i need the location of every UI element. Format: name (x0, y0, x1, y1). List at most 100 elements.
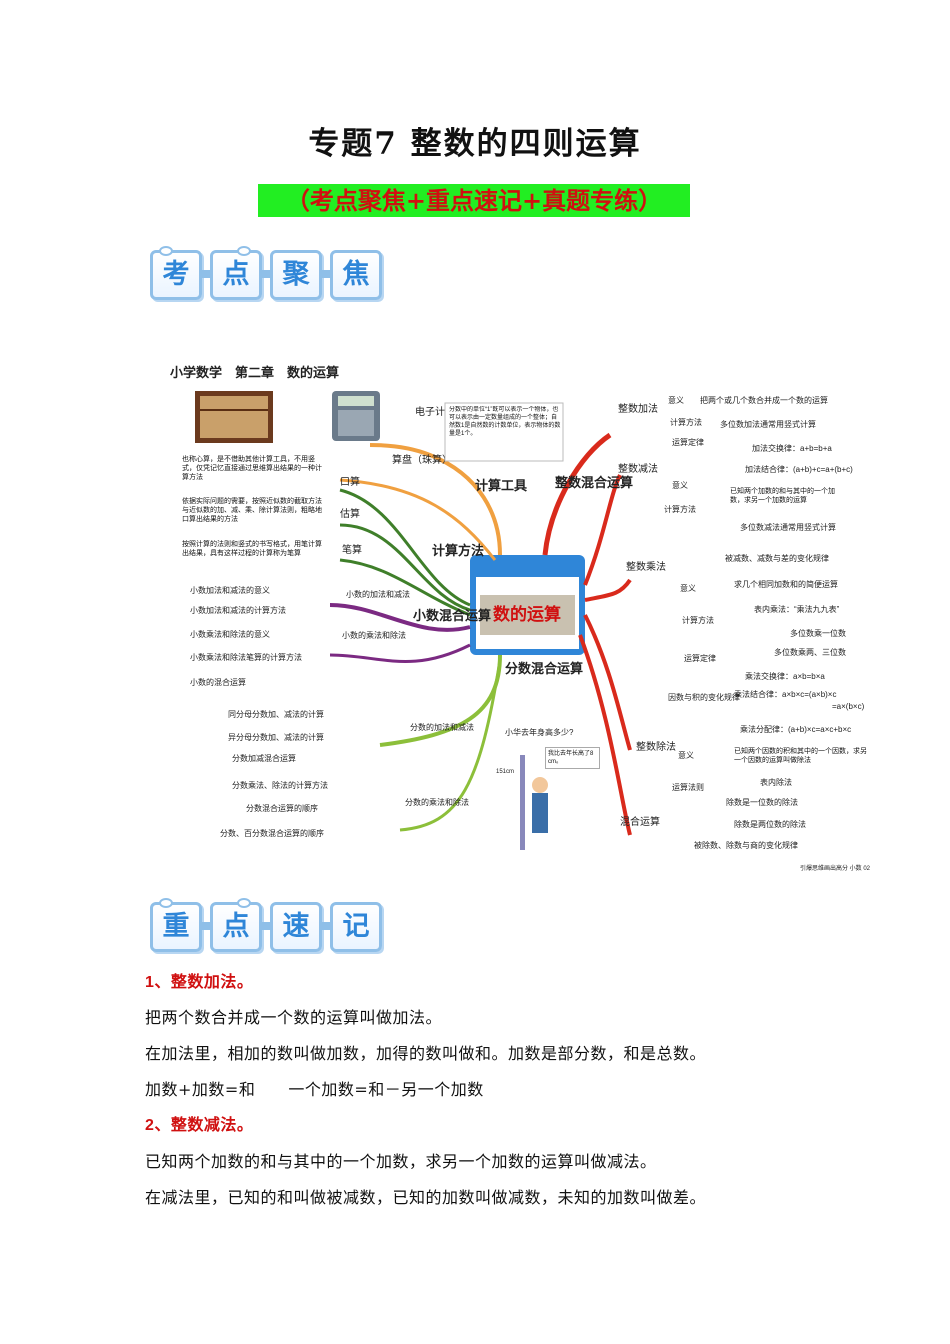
method-branch-label: 计算方法 (432, 543, 484, 558)
kid-answer: 我比去年长高了8 cm。 (545, 747, 600, 769)
decimal-mul-label: 小数的乘法和除法 (342, 630, 406, 640)
int-mul-item: 表内乘法：“乘法九九表” (754, 604, 840, 614)
fraction-item: 分数、百分数混合运算的顺序 (220, 828, 324, 838)
section-heading-focus: 考 点 聚 焦 (150, 246, 382, 300)
formula: 加数+加数=和 一个加数=和－另一个加数 (145, 1080, 484, 1099)
int-div-item: 已知两个因数的积和其中的一个因数，求另一个因数的运算叫做除法 (734, 748, 867, 764)
page-title: 专题7 整数的四则运算 (308, 126, 642, 162)
tool-abacus-label: 算盘（珠算） (392, 453, 452, 466)
kid-icon (532, 777, 548, 793)
int-add-item: 多位数加法通常用竖式计算 (720, 419, 816, 429)
heading-tile: 重 (150, 898, 211, 952)
decimal-item: 小数乘法和除法笔算的计算方法 (190, 652, 302, 662)
paragraph: 在加法里，相加的数叫做加数，加得的数叫做和。加数是部分数，和是总数。 (145, 1044, 707, 1063)
heading-tile: 速 (270, 902, 331, 952)
fraction-item: 分数加减混合运算 (232, 753, 296, 763)
int-add-item: 把两个或几个数合并成一个数的运算 (700, 395, 828, 405)
fraction-branch-label: 分数混合运算 (505, 661, 583, 676)
tile-char: 记 (342, 911, 370, 942)
heading-tile: 焦 (330, 250, 382, 300)
int-div-item: 除数是一位数的除法 (726, 797, 798, 807)
int-mul-item: 意义 (680, 583, 696, 593)
calculator-icon (332, 391, 380, 441)
paragraph: 把两个数合并成一个数的运算叫做加法。 (145, 1008, 443, 1027)
int-mul-item: 多位数乘一位数 (790, 628, 846, 638)
int-sub-item: 多位数减法通常用竖式计算 (740, 522, 836, 532)
int-mul-item: 多位数乘两、三位数 (774, 647, 846, 657)
method-estimate-label: 估算 (340, 507, 360, 520)
center-title: 数的运算 (493, 604, 561, 624)
heading-tile: 点 (210, 246, 271, 300)
int-add-item: 计算方法 (670, 417, 702, 427)
tile-char: 考 (162, 259, 190, 290)
tile-char: 速 (282, 911, 310, 942)
int-div-item: 意义 (678, 750, 694, 760)
kid-height: 151cm (496, 769, 514, 775)
int-add-item: 运算定律 (672, 437, 704, 447)
tile-char: 重 (162, 911, 190, 942)
int-mul-item: 求几个相同加数和的简便运算 (734, 579, 838, 589)
int-sub-label: 整数减法 (618, 462, 658, 475)
heading-tile: 记 (330, 902, 382, 952)
int-div-item: 表内除法 (760, 777, 792, 787)
decimal-branch-label: 小数混合运算 (413, 608, 491, 623)
fraction-item: 分数混合运算的顺序 (246, 803, 318, 813)
decimal-add-label: 小数的加法和减法 (346, 589, 410, 599)
mixed-label: 混合运算 (620, 815, 660, 828)
int-mul-item: 乘法分配律：(a+b)×c=a×c+b×c (740, 724, 851, 734)
paragraph: 在减法里，已知的和叫做被减数，已知的加数叫做减数，未知的加数叫做差。 (145, 1188, 707, 1207)
method-oral-desc: 也称心算，是不借助其他计算工具，不用竖式，仅凭记忆直接通过思维算出结果的一种计算… (182, 456, 322, 481)
mind-map: 小学数学 第二章 数的运算 数的运算 电子计算器 算盘（珠算） 计算工具 口算 … (170, 365, 871, 872)
int-sub-item: 计算方法 (664, 504, 696, 514)
method-oral-label: 口算 (340, 475, 360, 488)
tile-char: 点 (222, 911, 250, 942)
int-mul-item: 计算方法 (682, 615, 714, 625)
int-add-label: 整数加法 (618, 402, 658, 415)
fraction-item: 同分母分数加、减法的计算 (228, 709, 324, 719)
fraction-add-label: 分数的加法和减法 (410, 722, 474, 732)
fraction-mul-label: 分数的乘法和除法 (405, 797, 469, 807)
mindmap-header: 小学数学 第二章 数的运算 (170, 365, 339, 380)
method-estimate-desc: 依据实际问题的需要，按照近似数的截取方法与近似数的加、减、乘、除计算法则，粗略地… (182, 498, 322, 523)
heading-tile: 聚 (270, 250, 331, 300)
center-card: 数的运算 (470, 555, 585, 655)
int-add-item: 意义 (668, 395, 684, 405)
int-mul-item: 因数与积的变化规律 (668, 692, 740, 702)
abacus-icon (195, 391, 273, 443)
heading-tile: 点 (210, 898, 271, 952)
tools-branch-label: 计算工具 (475, 478, 527, 493)
int-div-item: 被除数、除数与商的变化规律 (694, 840, 798, 850)
int-sub-item: 意义 (672, 480, 688, 490)
int-sub-item: 被减数、减数与差的变化规律 (725, 553, 829, 563)
integer-branch-label: 整数混合运算 (554, 475, 633, 490)
mindmap-footer: 引爆思维画出高分 小数 02 (800, 864, 871, 872)
unit-note: 分数中的单位“1”既可以表示一个物体，也可以表示由一定数量组成的一个整体；自然数… (449, 407, 561, 437)
int-div-item: 运算法则 (672, 782, 704, 792)
paragraph: 已知两个加数的和与其中的一个加数，求另一个加数的运算叫做减法。 (145, 1152, 657, 1171)
int-mul-item: 乘法交换律：a×b=b×a (745, 671, 825, 681)
int-mul-item: 运算定律 (684, 653, 716, 663)
tile-char: 点 (222, 259, 250, 290)
heading-subtraction: 2、整数减法。 (145, 1117, 254, 1134)
tile-char: 聚 (282, 259, 310, 290)
int-div-label: 整数除法 (636, 740, 676, 753)
int-sub-item: 已知两个加数的和与其中的一个加数，求另一个加数的运算 (730, 488, 835, 504)
method-written-label: 笔算 (342, 543, 362, 556)
int-add-item: 加法结合律：(a+b)+c=a+(b+c) (745, 464, 853, 474)
tile-char: 焦 (342, 259, 370, 290)
int-add-item: 加法交换律：a+b=b+a (752, 443, 832, 453)
int-mul-item: 乘法结合律：a×b×c=(a×b)×c (734, 689, 836, 699)
heading-addition: 1、整数加法。 (145, 974, 254, 991)
decimal-item: 小数加法和减法的计算方法 (190, 605, 286, 615)
method-written-desc: 按照计算的法则和竖式的书写格式，用笔计算出结果，具有这样过程的计算称为笔算 (182, 541, 322, 557)
int-mul-label: 整数乘法 (626, 560, 666, 573)
decimal-item: 小数加法和减法的意义 (190, 585, 270, 595)
heading-tile: 考 (150, 246, 211, 300)
kid-question: 小华去年身高多少? (505, 727, 574, 737)
fraction-item: 分数乘法、除法的计算方法 (232, 780, 328, 790)
subtitle-banner: （考点聚焦+重点速记+真题专练） (258, 184, 690, 217)
decimal-item: 小数的混合运算 (190, 677, 246, 687)
int-mul-item: =a×(b×c) (832, 702, 865, 711)
int-div-item: 除数是两位数的除法 (734, 819, 806, 829)
fraction-item: 异分母分数加、减法的计算 (228, 732, 324, 742)
